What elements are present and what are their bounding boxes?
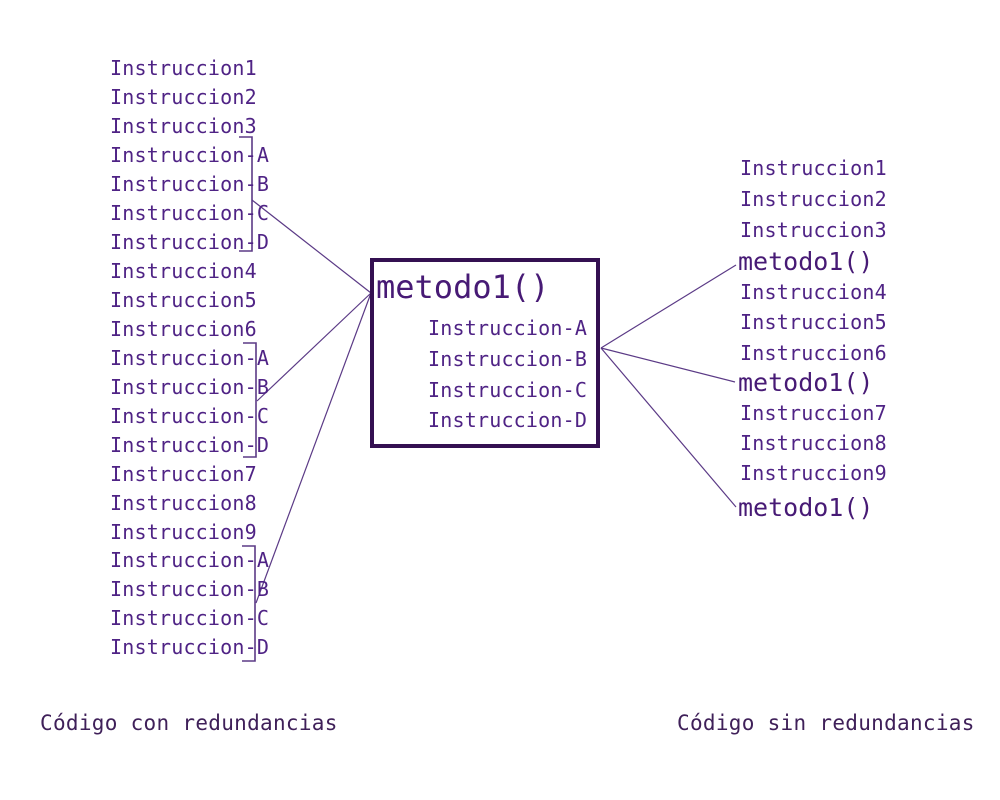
left-item: Instruccion2 (110, 85, 257, 109)
connector-line-group2-to-box (256, 292, 372, 402)
connector-line-box-to-call3 (600, 347, 737, 508)
left-item-redundant: Instruccion-A (110, 143, 270, 167)
right-item-method-call: metodo1() (738, 493, 874, 522)
right-item: Instruccion9 (740, 461, 887, 485)
caption-code-without-redundancies: Código sin redundancias (677, 711, 975, 735)
right-item: Instruccion3 (740, 218, 887, 242)
left-item-redundant: Instruccion-A (110, 346, 270, 370)
left-item-redundant: Instruccion-C (110, 201, 270, 225)
left-item: Instruccion8 (110, 491, 257, 515)
caption-code-with-redundancies: Código con redundancias (40, 711, 338, 735)
method-box-item: Instruccion-A (428, 316, 588, 340)
connector-line-box-to-call1 (600, 264, 737, 349)
right-item: Instruccion6 (740, 341, 887, 365)
left-item-redundant: Instruccion-C (110, 404, 270, 428)
method-box-item: Instruccion-B (428, 347, 588, 371)
method-box (370, 258, 600, 448)
method-box-title: metodo1() (376, 268, 550, 306)
right-item: Instruccion1 (740, 156, 887, 180)
left-item-redundant: Instruccion-A (110, 548, 270, 572)
left-item: Instruccion4 (110, 259, 257, 283)
right-item-method-call: metodo1() (738, 247, 874, 276)
right-item: Instruccion8 (740, 431, 887, 455)
left-item: Instruccion7 (110, 462, 257, 486)
left-item: Instruccion5 (110, 288, 257, 312)
left-item-redundant: Instruccion-C (110, 606, 270, 630)
left-item-redundant: Instruccion-D (110, 230, 270, 254)
left-item: Instruccion1 (110, 56, 257, 80)
right-item: Instruccion4 (740, 280, 887, 304)
left-item-redundant: Instruccion-B (110, 375, 270, 399)
method-box-item: Instruccion-C (428, 378, 588, 402)
connector-line-group1-to-box (251, 199, 372, 294)
right-item-method-call: metodo1() (738, 368, 874, 397)
left-item-redundant: Instruccion-D (110, 635, 270, 659)
left-item: Instruccion9 (110, 520, 257, 544)
connector-line-box-to-call2 (600, 347, 736, 383)
left-item: Instruccion6 (110, 317, 257, 341)
left-item: Instruccion3 (110, 114, 257, 138)
connector-line-group3-to-box (255, 292, 372, 604)
right-item: Instruccion5 (740, 310, 887, 334)
right-item: Instruccion2 (740, 187, 887, 211)
left-item-redundant: Instruccion-B (110, 172, 270, 196)
left-item-redundant: Instruccion-D (110, 433, 270, 457)
right-item: Instruccion7 (740, 401, 887, 425)
left-item-redundant: Instruccion-B (110, 577, 270, 601)
method-box-item: Instruccion-D (428, 408, 588, 432)
